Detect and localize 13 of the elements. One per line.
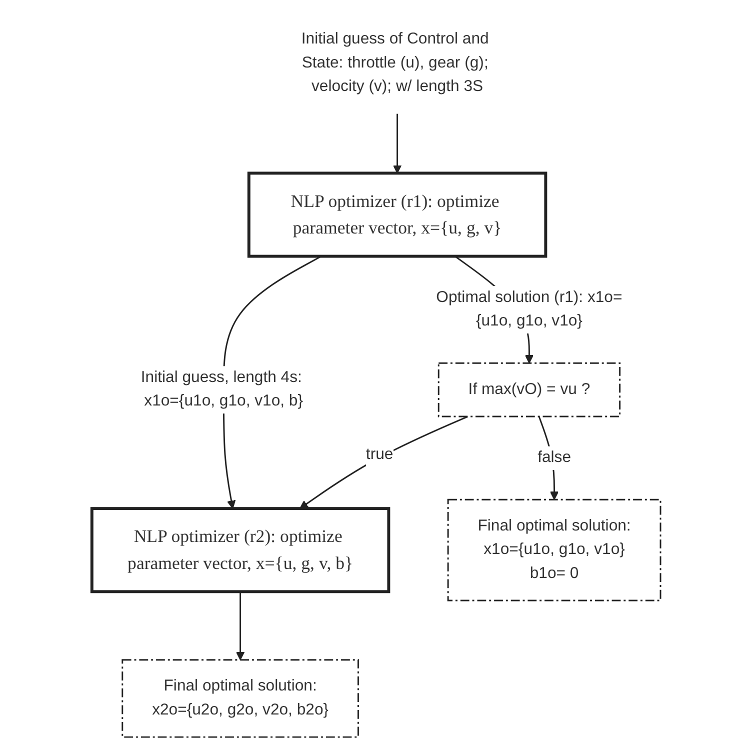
edge-label: false xyxy=(537,448,571,466)
edge-label: Optimal solution (r1): x1o={u1o, g1o, v1o} xyxy=(436,288,622,329)
arrow xyxy=(299,415,468,508)
edge-label: Initial guess, length 4s: x1o={u1o, g1o, v1o, b} xyxy=(140,368,303,410)
node-text: Initial guess of Control and State: throttle (u), gear (g); velocity (v); w/ length 3S xyxy=(301,30,489,95)
node-box: Final optimal solution: x1o={u1o, g1o, v1o} b1o= 0 xyxy=(447,498,662,601)
node-box: If max(vO) = vu ? xyxy=(438,362,620,417)
arrow xyxy=(236,591,244,660)
node-box: NLP optimizer (r2): optimize parameter vector, x={u, g, v, b} xyxy=(90,506,390,593)
node-box: NLP optimizer (r1): optimize parameter vector, x={u, g, v} xyxy=(247,171,547,258)
node-box: Final optimal solution: x2o={u2o, g2o, v2o, b2o} xyxy=(121,658,359,738)
edge-label: true xyxy=(366,446,393,462)
arrow xyxy=(392,113,402,174)
